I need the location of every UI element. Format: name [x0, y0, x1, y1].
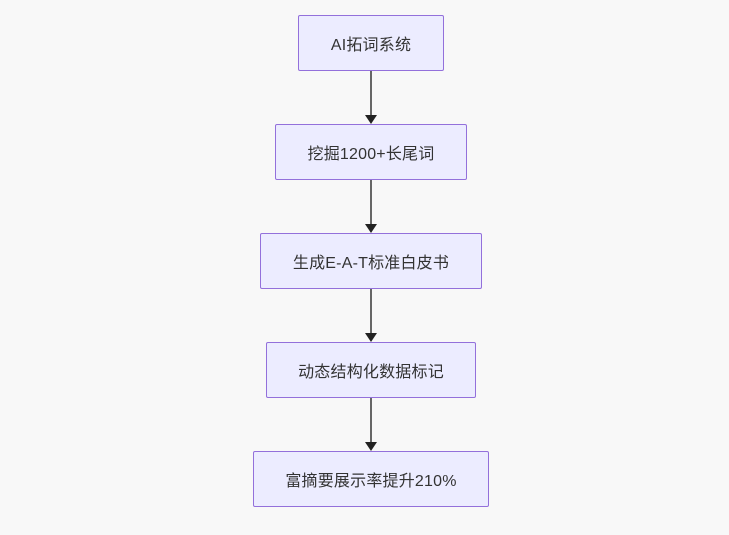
arrow-down-icon [365, 224, 377, 233]
flowchart: AI拓词系统 挖掘1200+长尾词 生成E-A-T标准白皮书 动态结构化数据标记 [253, 15, 489, 507]
flow-edge-3 [361, 289, 381, 342]
edge-line [370, 180, 372, 225]
flow-node-eat-whitepaper: 生成E-A-T标准白皮书 [260, 233, 482, 289]
node-label: AI拓词系统 [330, 37, 412, 54]
node-label: 生成E-A-T标准白皮书 [292, 255, 450, 272]
edge-line [370, 398, 372, 443]
arrow-down-icon [365, 333, 377, 342]
flow-edge-2 [361, 180, 381, 233]
edge-line [370, 71, 372, 116]
flow-node-structured-data-markup: 动态结构化数据标记 [266, 342, 476, 398]
arrow-down-icon [365, 442, 377, 451]
flow-node-rich-snippet-result: 富摘要展示率提升210% [253, 451, 489, 507]
flow-edge-1 [361, 71, 381, 124]
flow-edge-4 [361, 398, 381, 451]
flow-node-ai-keyword-system: AI拓词系统 [298, 15, 444, 71]
node-label: 动态结构化数据标记 [298, 364, 444, 381]
flow-node-longtail-mining: 挖掘1200+长尾词 [275, 124, 467, 180]
edge-line [370, 289, 372, 334]
node-label: 富摘要展示率提升210% [285, 473, 457, 490]
arrow-down-icon [365, 115, 377, 124]
node-label: 挖掘1200+长尾词 [307, 146, 435, 163]
